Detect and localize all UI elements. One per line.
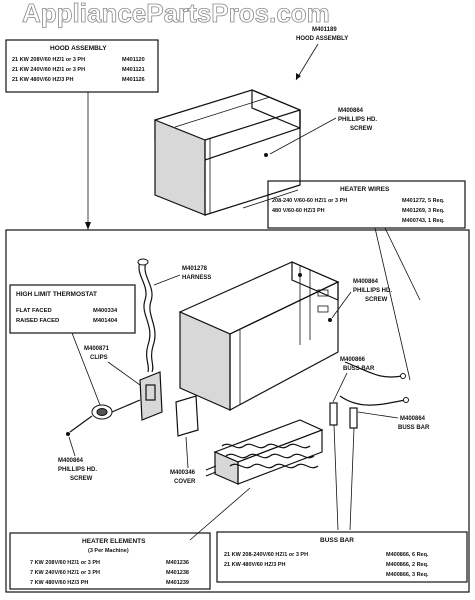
buss-bar-2-drawing [349,407,358,429]
hood-row-2-label: 21 KW 240V/60 HZ/1 or 3 PH [12,67,85,73]
main-box-drawing [178,261,340,412]
buss-bar-box-leader-1 [333,424,339,531]
hood-leader-line [295,43,319,81]
buss-bar-1-leader [332,372,348,403]
heater-wires-row-2-part: M401269, 3 Req. [402,208,445,214]
mid-screw-part: M400864 [58,458,84,464]
hood-assembly-box: HOOD ASSEMBLY 21 KW 208V/60 HZ/1 or 3 PH… [5,39,159,93]
top-screw-part: M400864 [338,108,364,114]
heater-wires-box: HEATER WIRES 208-240 V/60-60 HZ/1 or 3 P… [267,180,466,229]
hood-assembly-label: HOOD ASSEMBLY [296,36,348,42]
thermostat-drawing [66,371,163,436]
harness-drawing [137,258,156,373]
heater-elements-box: HEATER ELEMENTS (3 Per Machine) 7 KW 208… [9,532,211,590]
clips-part: M400871 [84,346,110,352]
thermostat-leader [71,332,101,406]
hood-row-2-part: M401121 [122,67,145,73]
box-screw-leader [331,291,352,319]
mid-screw-leader [68,436,76,457]
heater-elements-row-3-part: M401239 [166,580,189,586]
heater-wire-drawing [339,361,409,406]
buss-bar-1-part: M400866 [340,357,366,363]
box-screw-line1: PHILLIPS HD. [353,288,392,294]
buss-bar-box: BUSS BAR 21 KW 208-240V/60 HZ/1 or 3 PH … [216,531,468,583]
heater-elements-drawing [205,419,324,485]
mid-screw-line2: SCREW [70,476,93,482]
high-limit-row-1-label: FLAT FACED [16,308,52,314]
hood-row-1-part: M401120 [122,57,145,63]
heater-wire-leader-1 [374,227,411,381]
heater-wires-row-1-part: M401272, 5 Req. [402,198,445,204]
clips-leader [107,361,141,386]
buss-bar-2-leader [357,411,399,419]
hood-drawing [154,89,301,216]
heater-wires-row-3-part: M400743, 1 Req. [402,218,445,224]
buss-bar-box-row-3-part: M400866, 3 Req. [386,572,429,578]
hood-part-number: M401189 [312,27,337,33]
cover-leader [185,436,189,469]
buss-bar-2-part: M400864 [400,416,426,422]
high-limit-title: HIGH LIMIT THERMOSTAT [16,291,97,298]
buss-bar-1-drawing [329,402,338,426]
hood-box-arrow [85,222,91,230]
buss-bar-box-row-1-label: 21 KW 208-240V/60 HZ/1 or 3 PH [224,552,308,558]
cover-label: COVER [174,479,196,485]
harness-leader [153,274,181,286]
lower-frame [5,229,470,593]
hood-row-3-label: 21 KW 480V/60 HZ/3 PH [12,77,73,83]
buss-bar-box-leader-2 [349,427,355,531]
top-screw-leader [269,117,337,155]
hood-leader-arrow [296,73,301,80]
buss-bar-box-row-2-label: 21 KW 480V/60 HZ/3 PH [224,562,285,568]
heater-wires-title: HEATER WIRES [340,186,390,193]
heater-elements-row-2-label: 7 KW 240V/60 HZ/1 or 3 PH [30,570,100,576]
hood-row-3-part: M401126 [122,77,145,83]
clips-label: CLIPS [90,355,108,361]
mid-screw-line1: PHILLIPS HD. [58,467,97,473]
cover-drawing [175,395,199,437]
high-limit-row-2-label: RAISED FACED [16,318,59,324]
buss-bar-box-title: BUSS BAR [320,537,354,544]
high-limit-thermostat-box: HIGH LIMIT THERMOSTAT FLAT FACED M400334… [9,284,136,334]
top-screw-line2: SCREW [350,126,373,132]
heater-elements-leader [189,487,251,541]
high-limit-row-1-part: M400334 [93,308,118,314]
heater-wire-leader-2 [384,227,421,301]
buss-bar-box-row-1-part: M400866, 6 Req. [386,552,429,558]
box-screw-part: M400864 [353,279,379,285]
buss-bar-1-label: BUSS BAR [343,366,375,372]
heater-elements-row-3-label: 7 KW 480V/60 HZ/3 PH [30,580,88,586]
high-limit-row-2-part: M401404 [93,318,118,324]
hood-row-1-label: 21 KW 208V/60 HZ/1 or 3 PH [12,57,85,63]
watermark: AppliancePartsPros.com [22,0,330,28]
heater-wires-row-2-label: 480 V/60-60 HZ/3 PH [272,208,325,214]
heater-elements-row-2-part: M401238 [166,570,189,576]
cover-part: M400346 [170,470,196,476]
hood-box-title: HOOD ASSEMBLY [50,45,107,52]
harness-part: M401278 [182,266,208,272]
harness-label: HARNESS [182,275,211,281]
heater-elements-title: HEATER ELEMENTS [82,538,146,545]
heater-wires-row-1-label: 208-240 V/60-60 HZ/1 or 3 PH [272,198,347,204]
top-screw-line1: PHILLIPS HD. [338,117,377,123]
buss-bar-2-label: BUSS BAR [398,425,430,431]
box-screw-line2: SCREW [365,297,388,303]
heater-elements-row-1-part: M401236 [166,560,189,566]
heater-elements-subtitle: (3 Per Machine) [88,548,129,554]
heater-elements-row-1-label: 7 KW 208V/60 HZ/1 or 3 PH [30,560,100,566]
buss-bar-box-row-2-part: M400866, 2 Req. [386,562,429,568]
